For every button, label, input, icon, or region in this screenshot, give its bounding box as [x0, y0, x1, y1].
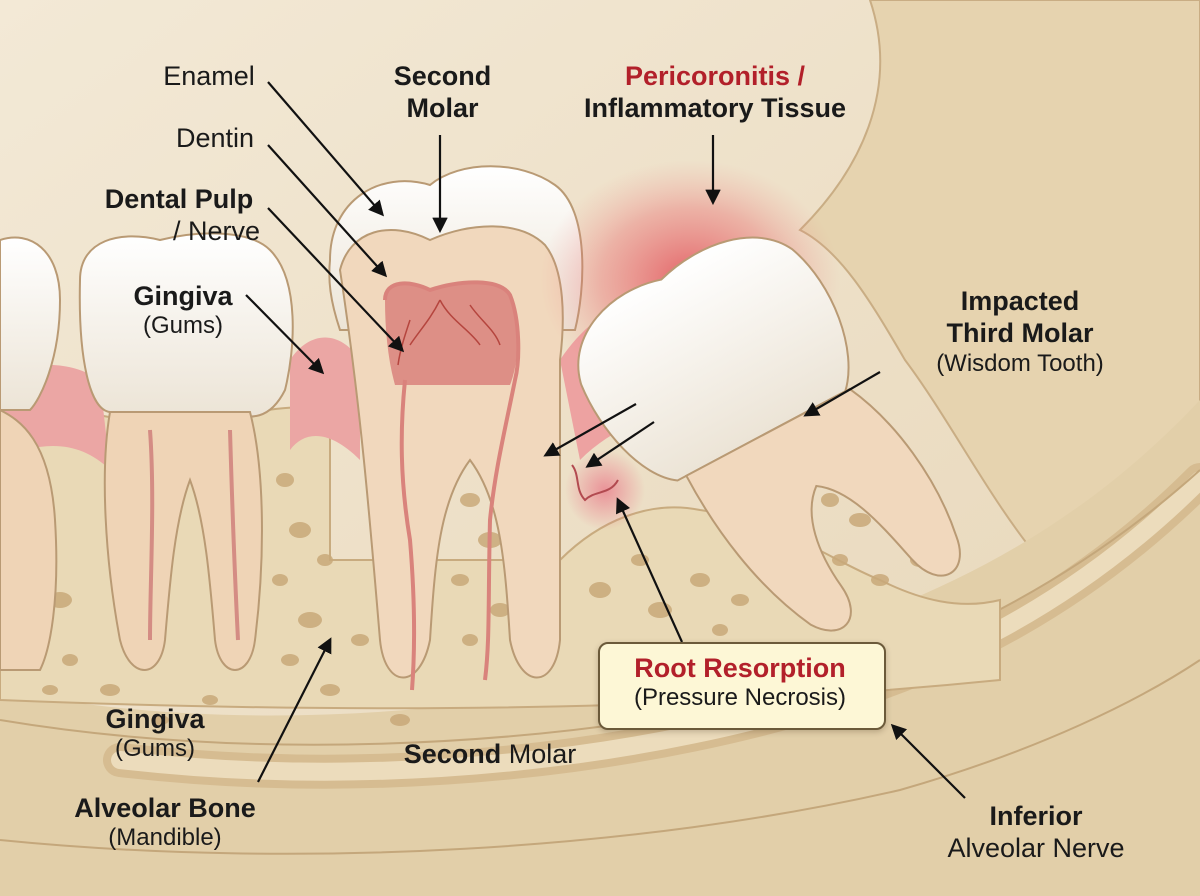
root-resorption-callout — [598, 642, 886, 730]
label-alveolar-bone: Alveolar Bone (Mandible) — [74, 793, 256, 852]
label-gingiva-bottom: Gingiva (Gums) — [105, 704, 205, 763]
label-pericoronitis: Pericoronitis / Inflammatory Tissue — [583, 61, 847, 124]
gum-middle — [290, 337, 360, 460]
label-enamel: Enamel — [163, 61, 255, 91]
label-second-molar-top: Second Molar — [393, 61, 492, 124]
impacted-third-molar — [577, 236, 961, 632]
label-root-resorption: Root Resorption (Pressure Necrosis) — [633, 653, 847, 712]
label-arrows — [245, 81, 966, 799]
first-molar — [78, 232, 294, 671]
mandible-ramus — [798, 0, 1200, 561]
label-impacted-third-molar: Impacted Third Molar (Wisdom Tooth) — [936, 286, 1104, 377]
label-inferior-alveolar-nerve: Inferior Alveolar Nerve — [947, 801, 1125, 864]
label-second-molar-bottom: Second Molar — [403, 739, 577, 769]
label-gingiva-top: Gingiva (Gums) — [133, 281, 233, 340]
left-tooth — [0, 236, 62, 671]
label-dentin: Dentin — [175, 123, 255, 153]
label-dental-pulp: Dental Pulp / Nerve — [104, 184, 260, 247]
